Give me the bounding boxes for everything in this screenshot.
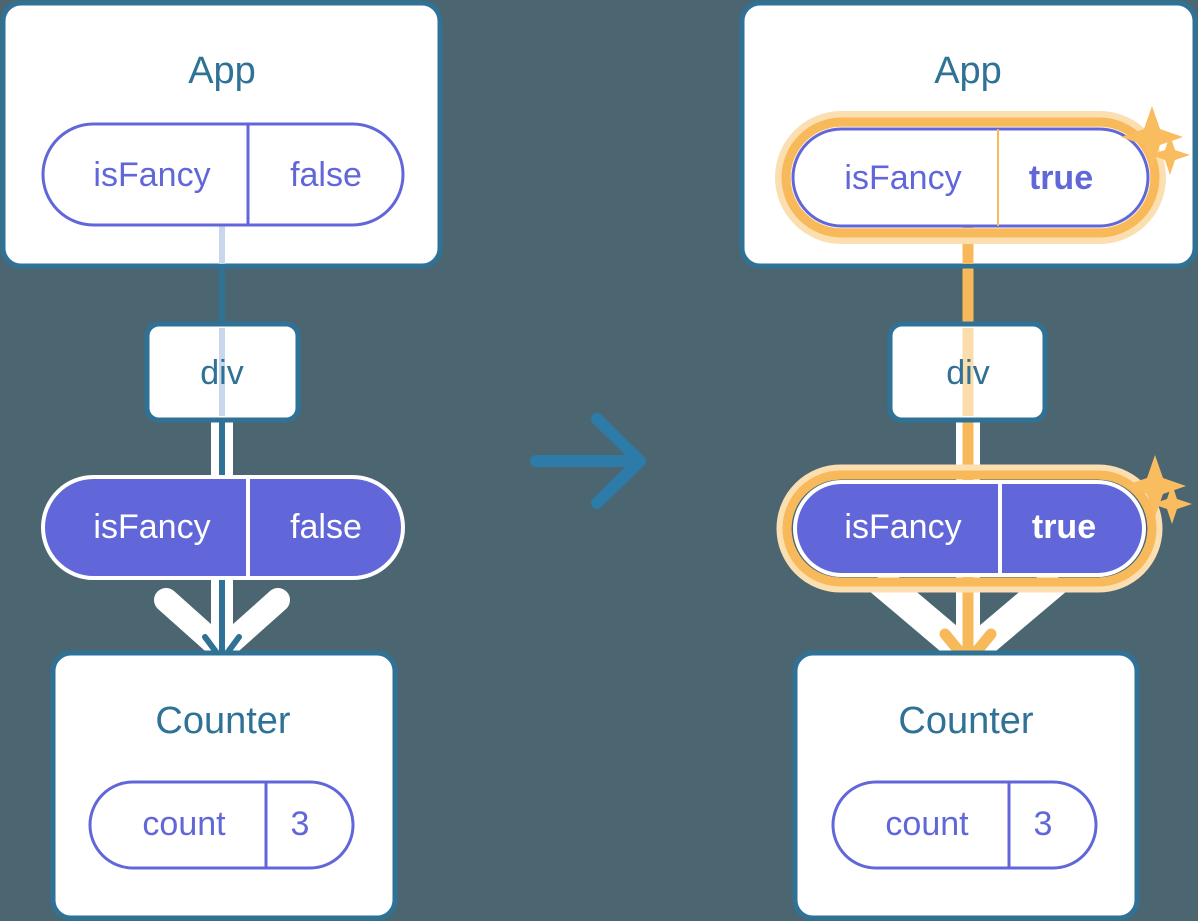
right-prop-pill-value: true <box>1032 508 1096 546</box>
left-counter-pill-key: count <box>142 805 226 843</box>
left-prop-pill-group: isFancy false <box>41 475 405 580</box>
left-counter-title: Counter <box>155 700 291 742</box>
left-app-pill-key: isFancy <box>93 156 210 194</box>
right-prop-sparkles <box>1124 455 1192 524</box>
right-counter-card: Counter count 3 <box>792 650 1140 921</box>
arrow-right-head-icon <box>591 413 646 509</box>
left-counter-pill-value: 3 <box>291 805 310 843</box>
right-diagram: App isFancy true div <box>739 0 1198 921</box>
left-prop-pill <box>41 475 405 580</box>
sparkle-large-top <box>1121 106 1183 168</box>
left-div-label: div <box>200 354 243 392</box>
right-app-title: App <box>934 50 1002 92</box>
right-div-label: div <box>946 354 989 392</box>
right-counter-pill-key: count <box>885 805 969 843</box>
left-prop-pill-value: false <box>290 508 362 546</box>
sparkle-small-bottom <box>1152 484 1192 524</box>
right-app-pill-key: isFancy <box>844 159 961 197</box>
right-prop-pill <box>793 480 1146 577</box>
sparkle-large-bottom <box>1124 455 1186 517</box>
right-prop-pill-key: isFancy <box>844 508 961 546</box>
right-prop-pill-group: isFancy true <box>776 464 1163 593</box>
sparkle-small-top <box>1150 135 1190 175</box>
right-app-pill-value: true <box>1029 159 1093 197</box>
left-app-state-pill <box>41 122 405 227</box>
right-div-card: div <box>887 321 1048 423</box>
right-counter-pill-value: 3 <box>1034 805 1053 843</box>
transition-arrow <box>530 413 646 509</box>
right-app-card: App isFancy true <box>739 0 1198 269</box>
right-app-state-pill <box>791 127 1150 228</box>
left-prop-pill-key: isFancy <box>93 508 210 546</box>
left-diagram: App isFancy false div isFancy false <box>0 0 443 921</box>
right-app-sparkles <box>1121 106 1190 175</box>
right-counter-state-pill <box>831 780 1098 870</box>
left-app-pill-value: false <box>290 156 362 194</box>
left-app-card: App isFancy false <box>0 0 443 269</box>
left-counter-state-pill <box>88 780 355 870</box>
left-counter-card: Counter count 3 <box>50 650 398 921</box>
right-prop-pill-halo-inner <box>782 470 1157 587</box>
left-app-title: App <box>188 50 256 92</box>
right-counter-title: Counter <box>898 700 1034 742</box>
left-div-card: div <box>144 321 301 423</box>
right-app-pill-halo-inner <box>781 117 1160 238</box>
